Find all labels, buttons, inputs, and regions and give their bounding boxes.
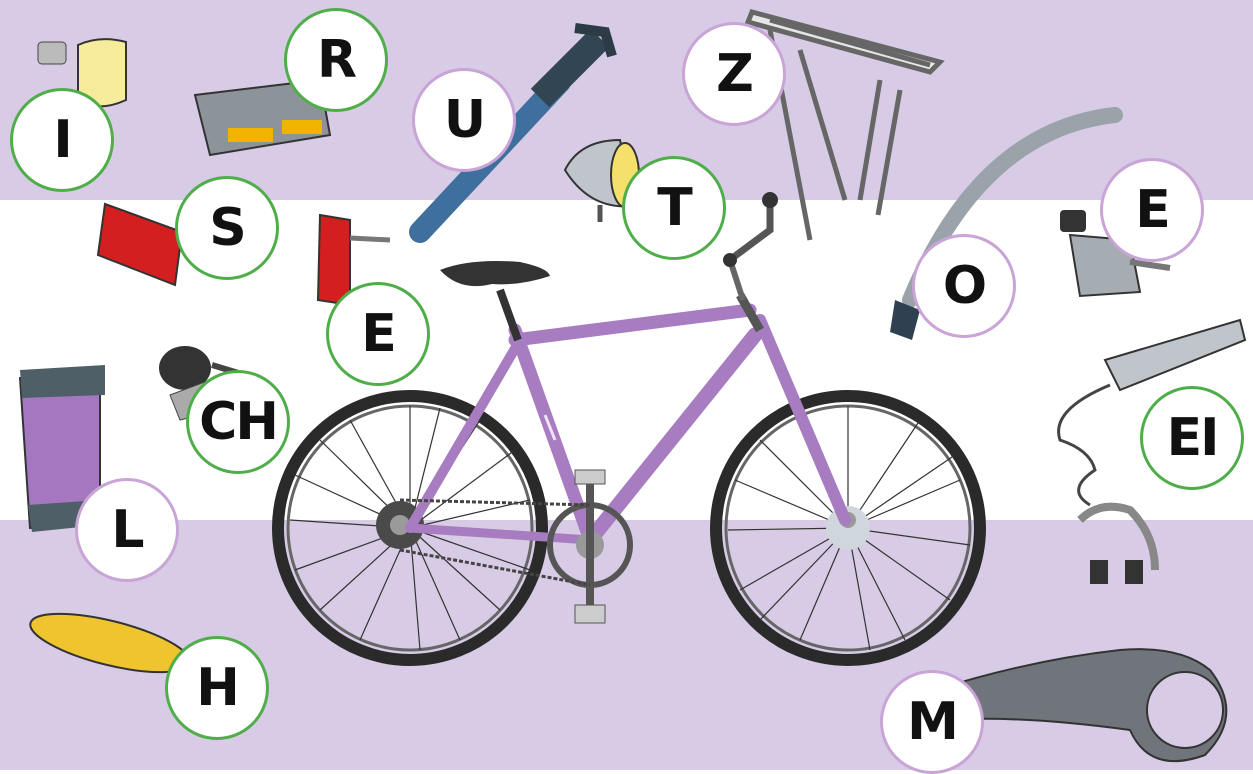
bicycle-icon xyxy=(272,192,986,666)
label-bottle: L xyxy=(75,478,179,582)
label-dynamo: E xyxy=(1100,158,1204,262)
rear-light-icon xyxy=(316,213,391,307)
label-rack: Z xyxy=(682,22,786,126)
label-headlight: T xyxy=(622,156,726,260)
label-spoke-reflector: H xyxy=(165,636,269,740)
label-brake: EI xyxy=(1140,386,1244,490)
front-reflector-icon xyxy=(37,38,127,108)
label-pump: U xyxy=(412,68,516,172)
chainguard-icon xyxy=(933,648,1228,763)
side-reflector-icon xyxy=(96,202,184,287)
label-reflector-front: I xyxy=(10,88,114,192)
front-wheel xyxy=(710,390,986,666)
brake-icon xyxy=(1057,318,1247,584)
label-pedal: R xyxy=(284,8,388,112)
label-mudguard: O xyxy=(912,234,1016,338)
label-rear-light: E xyxy=(326,282,430,386)
label-side-reflector: S xyxy=(175,176,279,280)
label-chainguard: M xyxy=(880,670,984,774)
rear-wheel xyxy=(272,390,548,666)
bike-frame xyxy=(405,303,851,548)
label-bell: CH xyxy=(186,370,290,474)
